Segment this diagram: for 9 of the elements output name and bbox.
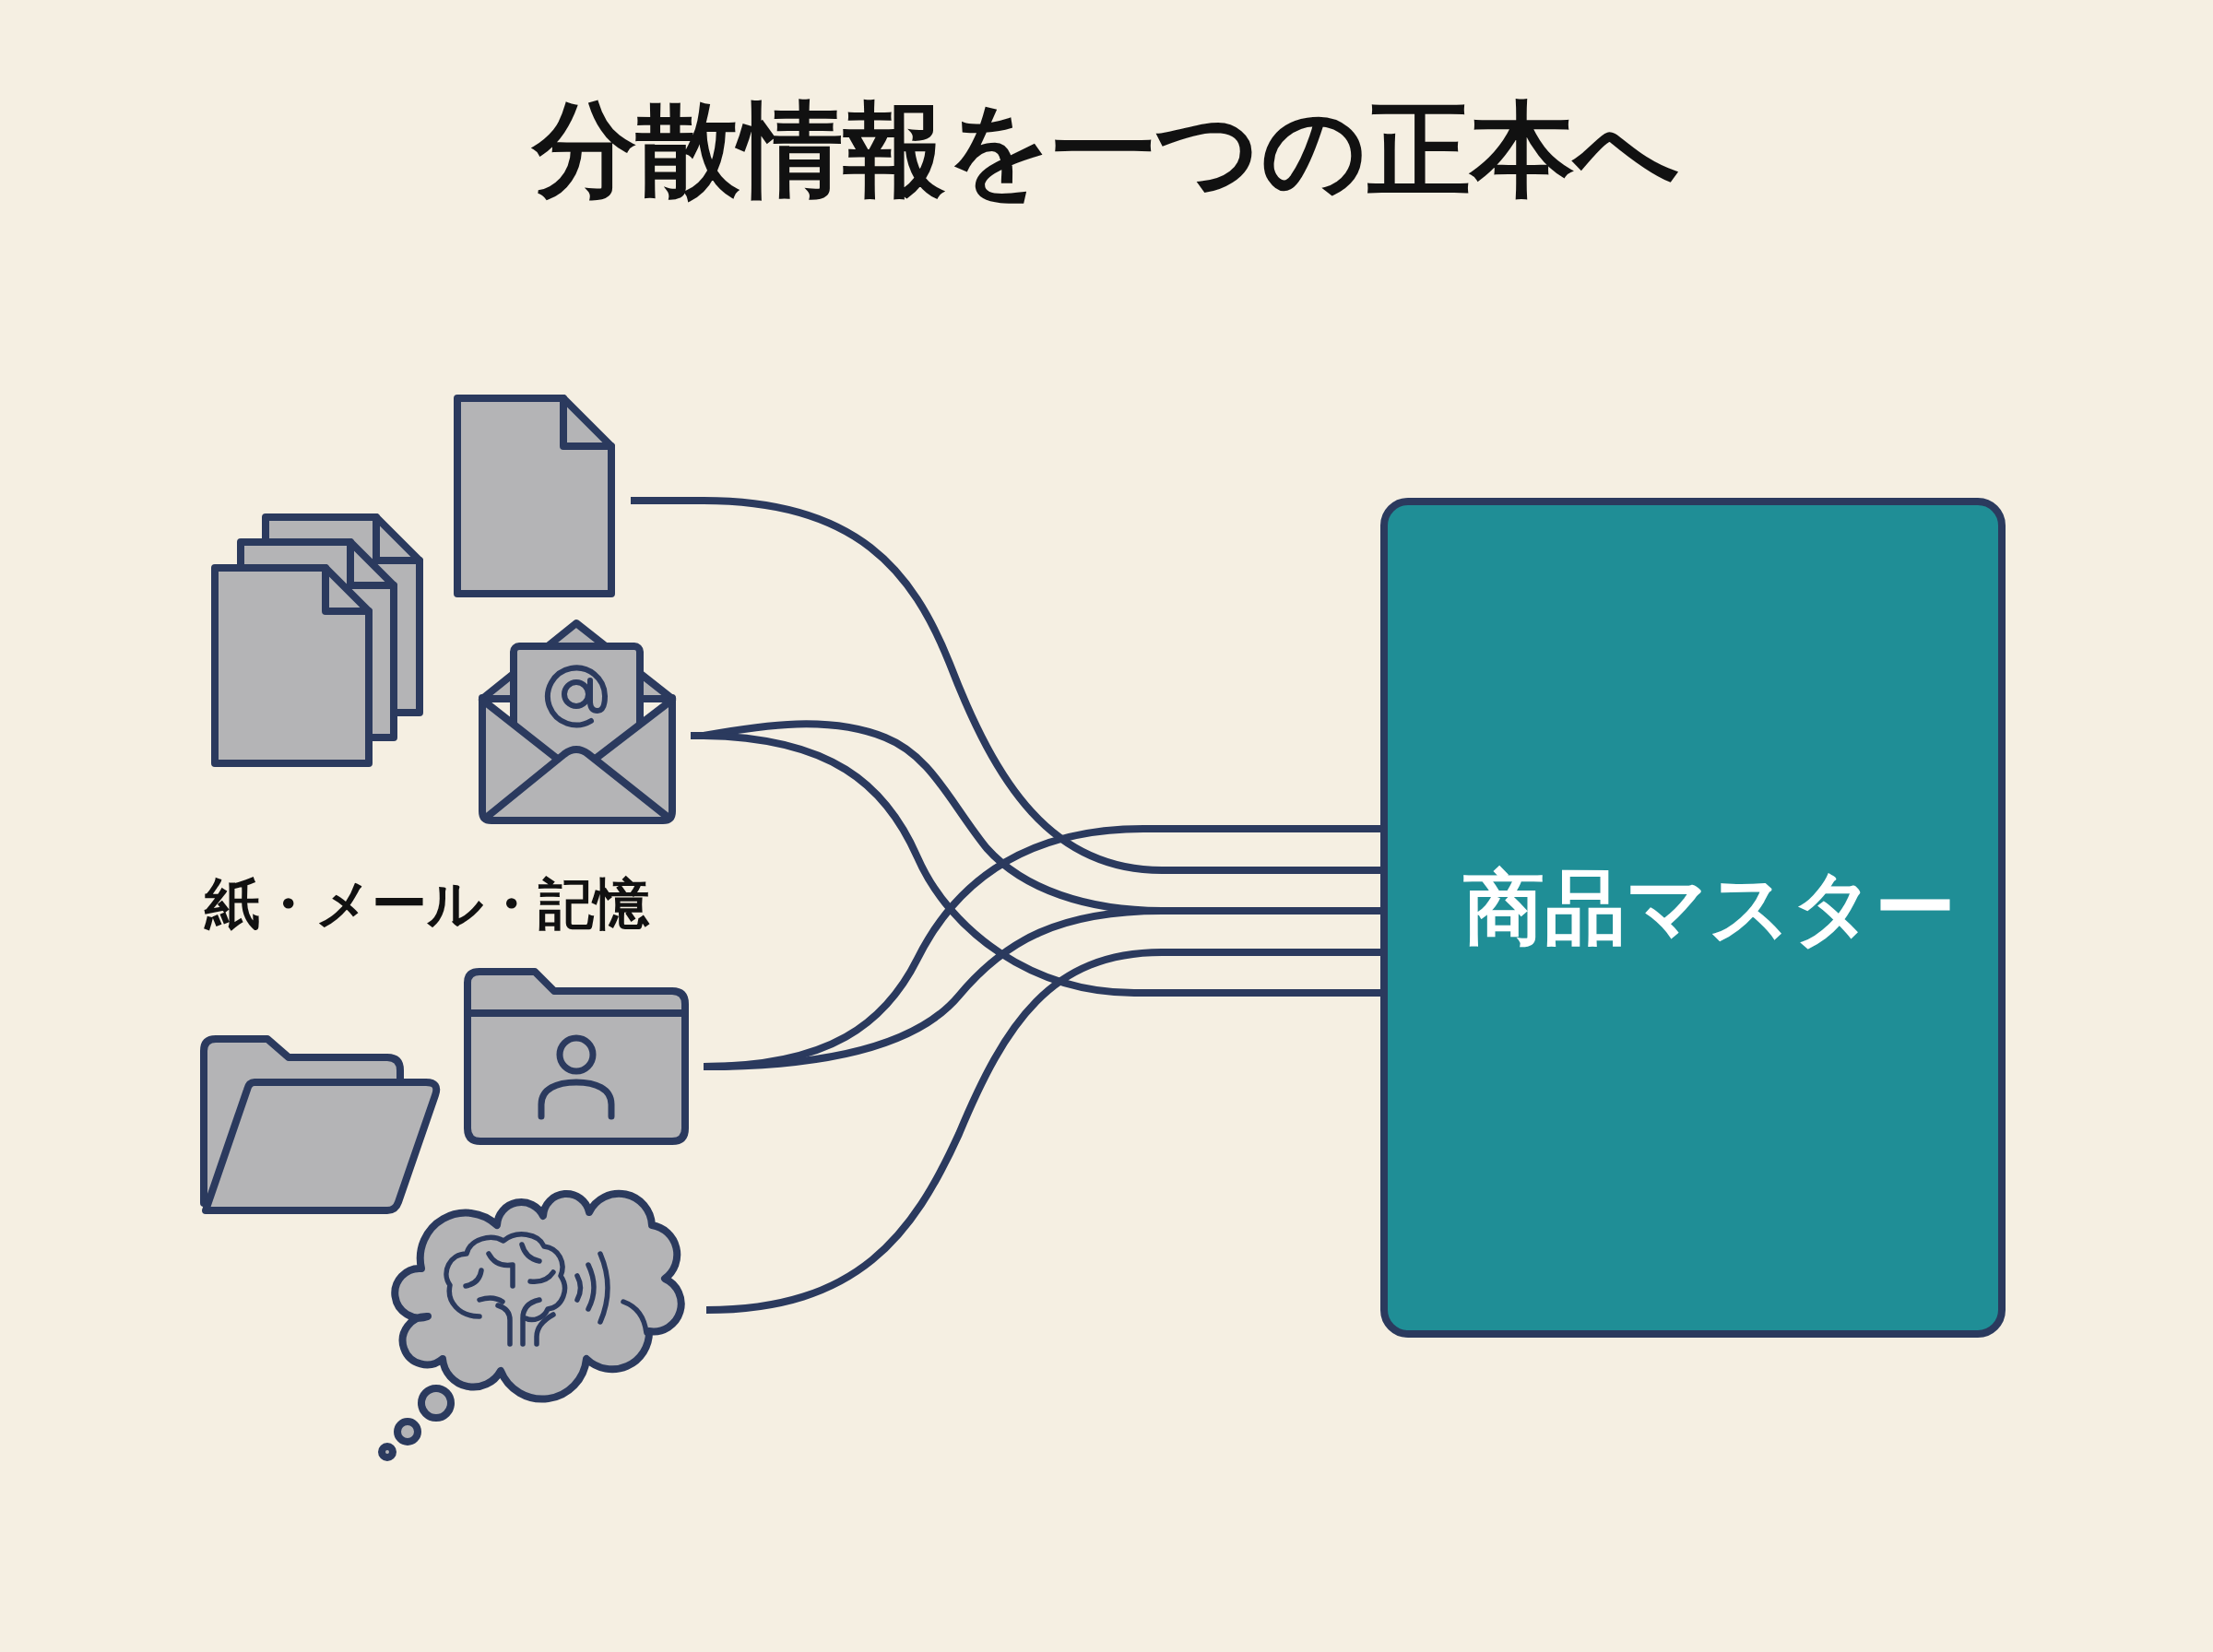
document-stack-icon	[208, 511, 426, 770]
document-icon	[452, 393, 618, 600]
master-box	[1380, 498, 2006, 1338]
group-caption: 紙・メール・記憶	[205, 870, 649, 937]
title: 分散情報を一つの正本へ	[533, 90, 1680, 209]
open-folder-icon	[198, 1033, 443, 1216]
person-folder-icon	[462, 966, 691, 1147]
connector-line	[705, 949, 1380, 1314]
box-label: 商品マスター	[1463, 858, 1956, 957]
